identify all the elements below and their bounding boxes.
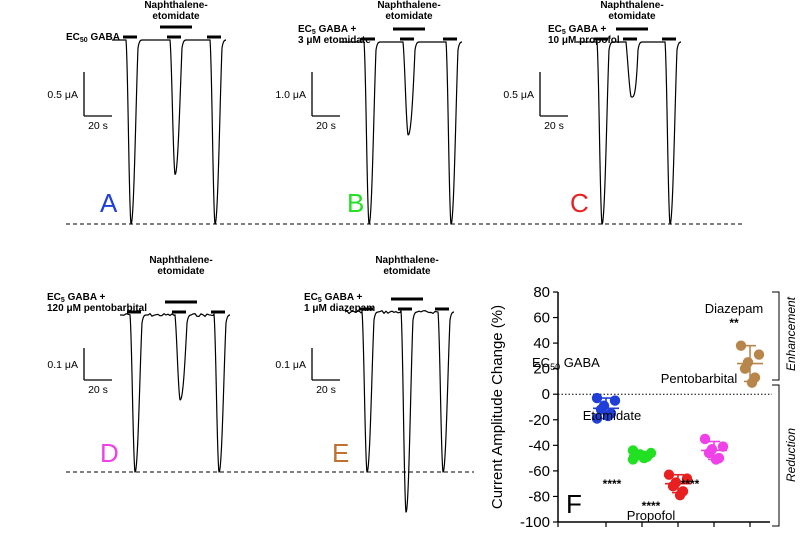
group-etomidate: Etomidate **** [583,408,657,491]
enhancement-label: Enhancement [784,296,798,371]
y-tick-label: -60 [528,463,550,480]
condition-label-line: 120 μM pentobarbital [47,303,147,314]
drug-label-line2: etomidate [152,11,200,22]
group-ec50-gaba: EC50 GABA [532,355,621,424]
y-tick-label: 0 [542,386,550,403]
reduction-label: Reduction [784,428,798,482]
scale-time-label: 20 s [316,120,336,132]
significance-stars: **** [681,477,700,491]
condition-label-line: EC5 GABA + [298,24,356,36]
drug-label-line1: Naphthalene- [144,0,207,11]
scale-time-label: 20 s [316,384,336,396]
data-point [609,395,621,406]
enhancement-bracket [772,291,780,381]
panel-letter-d: D [100,438,119,468]
significance-stars: **** [603,477,622,491]
y-tick-label: 60 [533,310,550,327]
condition-label: EC5 GABA +120 μM pentobarbital [47,292,147,314]
group-pentobarbital: Pentobarbital **** [661,371,738,491]
data-point [746,377,758,388]
condition-label-line: EC50 GABA [66,32,120,44]
data-point [627,454,639,465]
drug-label-line1: Naphthalene- [375,255,438,266]
panel-letter-f: F [566,489,582,519]
drug-label-line2: etomidate [608,11,656,22]
scale-time-label: 20 s [88,120,108,132]
panel-letter-b: B [347,188,364,218]
current-trace [112,39,227,225]
current-trace [340,41,463,225]
condition-label: EC5 GABA +1 μM diazepam [304,292,375,314]
group-label: Diazepam [705,301,764,316]
group-label: EC50 GABA [532,355,600,372]
scale-time-label: 20 s [88,384,108,396]
scale-current-label: 0.1 μA [47,359,78,371]
drug-label-line1: Naphthalene- [149,255,212,266]
group-label: Propofol [627,508,676,523]
scale-current-label: 0.1 μA [275,359,306,371]
group-label: Pentobarbital [661,371,738,386]
data-point [638,452,650,464]
data-point [663,469,675,480]
condition-label-line: EC5 GABA + [548,24,606,36]
y-tick-label: 20 [533,361,550,378]
y-tick-label: 40 [533,335,550,352]
data-point [681,473,693,484]
reduction-bracket [772,384,780,527]
y-tick-label: -40 [528,437,550,454]
scale-current-label: 0.5 μA [47,89,78,101]
condition-label: EC50 GABA [66,32,120,44]
condition-label: EC5 GABA +3 μM etomidate [298,24,371,46]
y-tick-label: -100 [520,514,550,531]
data-point [717,441,729,452]
data-point [595,404,607,415]
drug-label-line2: etomidate [383,266,431,277]
current-trace [120,312,231,473]
data-point [591,413,603,424]
scale-time-label: 20 s [544,120,564,132]
data-point [699,433,711,445]
condition-label-line: EC5 GABA + [304,292,362,304]
data-point [753,349,765,360]
data-point [667,481,679,492]
significance-stars: ** [729,316,739,330]
y-tick-label: 80 [533,284,550,301]
drug-label-line2: etomidate [157,266,205,277]
y-axis-label: Current Amplitude Change (%) [489,305,506,509]
data-point [739,363,751,374]
condition-label-line: 10 μM propofol [548,35,620,46]
panel-letter-c: C [570,188,589,218]
group-diazepam: Diazepam** [705,301,765,388]
group-label: Etomidate [583,408,642,423]
condition-label-line: EC5 GABA + [47,292,105,304]
scale-current-label: 1.0 μA [275,89,306,101]
data-point [591,392,603,404]
group-propofol: Propofol**** [627,469,693,523]
panel-letter-e: E [332,438,349,468]
y-tick-label: -80 [528,488,550,505]
condition-label-line: 1 μM diazepam [304,303,375,314]
drug-label-line1: Naphthalene- [377,0,440,11]
amplitude-change-chart: 80 60 40 20 0 -20 -40 -60 -80 -100 Current Amplitu… [489,284,798,531]
condition-label-line: 3 μM etomidate [298,35,371,46]
current-trace [344,309,455,513]
significance-stars: **** [642,499,661,513]
data-point [674,489,686,501]
current-trace [576,41,682,225]
y-tick-label: -20 [528,412,550,429]
scale-current-label: 0.5 μA [503,89,534,101]
condition-label: EC5 GABA +10 μM propofol [548,24,620,46]
data-point [735,340,747,351]
panel-letter-a: A [100,188,118,218]
drug-label-line1: Naphthalene- [600,0,663,11]
drug-label-line2: etomidate [385,11,433,22]
